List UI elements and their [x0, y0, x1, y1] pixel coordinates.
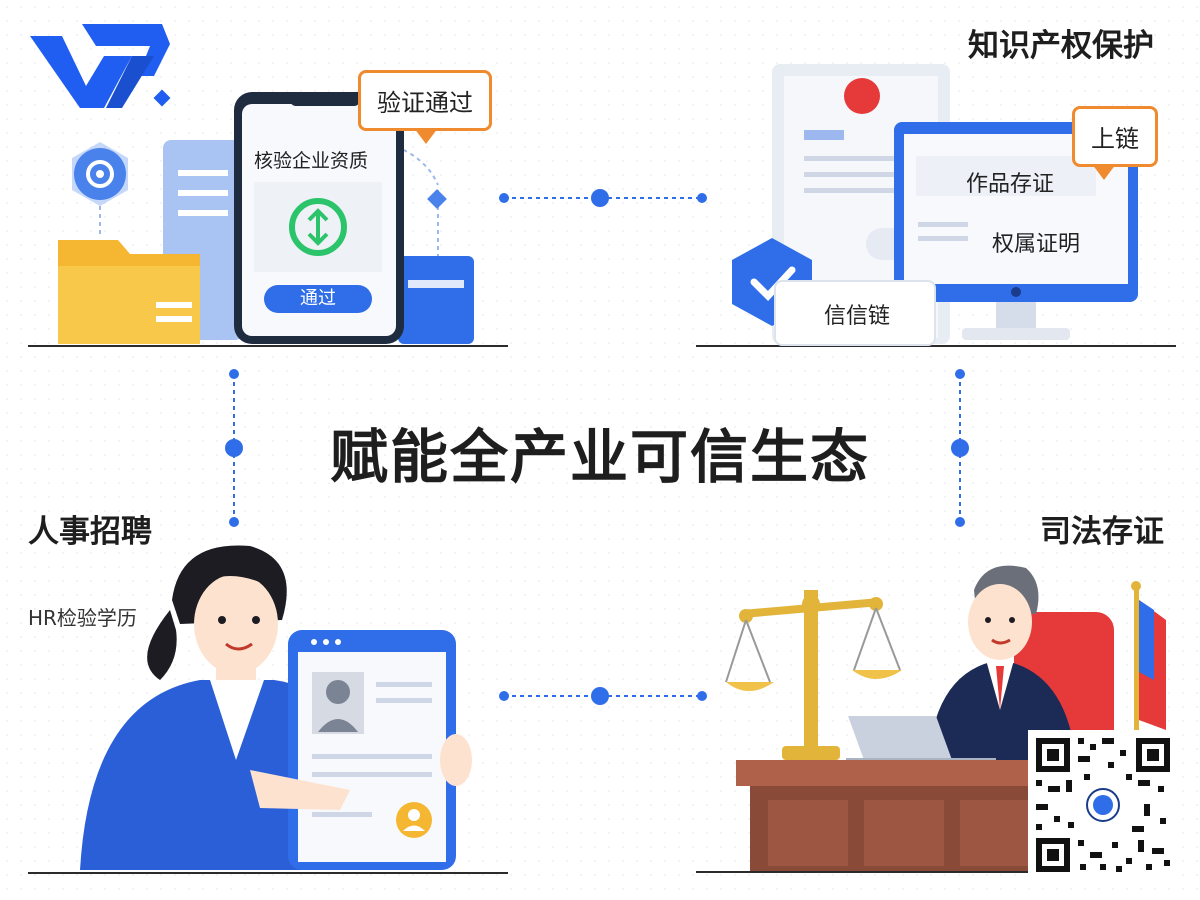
qr-code[interactable] [1028, 730, 1178, 880]
monitor-label-ownership: 权属证明 [992, 232, 1081, 257]
flag-icon [1131, 581, 1166, 778]
bubble-tail [414, 128, 438, 144]
hr-scene [60, 540, 510, 880]
verified-bubble: 验证通过 [358, 70, 492, 131]
folder-icon [58, 240, 200, 344]
brand-logo-icon [22, 16, 172, 116]
connector-bottom [496, 686, 710, 706]
section-sub-hr: HR检验学历 [28, 606, 137, 630]
bubble-tail-2 [1092, 164, 1116, 180]
chain-badge-box [774, 280, 936, 346]
connector-top [496, 188, 710, 208]
monitor-label-works: 作品存证 [966, 172, 1055, 197]
baseline-bottom-left [28, 872, 508, 874]
connector-right [950, 366, 970, 530]
connector-left [224, 366, 244, 530]
check-circle-icon [289, 198, 347, 256]
scales-icon [725, 590, 902, 760]
pass-button[interactable]: 通过 [264, 285, 372, 313]
phone-screen-title: 核验企业资质 [254, 150, 369, 172]
top-left-scene [28, 70, 508, 350]
on-chain-bubble: 上链 [1072, 106, 1158, 167]
chain-badge: 信信链 [824, 304, 891, 329]
shield-icon [72, 142, 128, 206]
section-title-ip: 知识产权保护 [968, 28, 1154, 64]
section-title-hr: 人事招聘 [28, 514, 152, 550]
section-title-judicial: 司法存证 [1040, 514, 1164, 550]
top-right-scene [696, 60, 1176, 350]
main-title: 赋能全产业可信生态 [329, 423, 870, 491]
